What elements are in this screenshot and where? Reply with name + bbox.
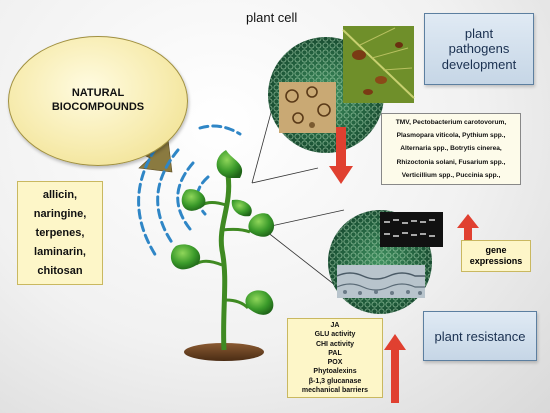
leaf-lower-right: [245, 290, 274, 315]
compound-item: allicin,: [42, 188, 78, 201]
pathogens-line: plant: [464, 25, 494, 41]
pathogen-line: Verticillium spp., Puccinia spp.,: [401, 171, 501, 179]
lower-tissue-circle: [328, 210, 443, 314]
defense-item: POX: [327, 359, 343, 367]
gene-expressions-box: gene expressions: [461, 240, 531, 272]
compounds-list: allicin, naringine, terpenes, laminarin,…: [17, 181, 103, 285]
leaf-upper-right: [248, 213, 275, 237]
infected-leaf-image: [342, 26, 415, 103]
leaf-mid-left: [170, 244, 201, 270]
red-arrows: [329, 127, 479, 403]
pathogen-line: Alternaria spp., Botrytis cinerea,: [400, 145, 502, 153]
spore-micrograph-image: [279, 82, 336, 133]
leaf-upper-left: [181, 189, 206, 211]
defense-responses-list: JA GLU activity CHI activity PAL POX Phy…: [287, 318, 383, 398]
gel-electrophoresis-image: [380, 212, 443, 247]
plant-resistance-box: plant resistance: [423, 311, 537, 361]
defense-item: JA: [330, 322, 340, 330]
plant-pathogens-box: plant pathogens development: [424, 13, 534, 85]
top-leaf: [216, 150, 243, 178]
diagram-title: plant cell: [246, 10, 298, 25]
pathogens-line: pathogens: [448, 41, 510, 57]
up-arrow-gene: [457, 214, 479, 257]
compound-item: naringine,: [33, 207, 87, 220]
defense-item: CHI activity: [315, 340, 355, 348]
upper-tissue-circle: [268, 26, 415, 153]
up-arrow-resistance: [384, 334, 406, 403]
defense-item: β-1,3 glucanase: [308, 377, 362, 385]
defense-item: PAL: [328, 349, 342, 357]
gene-line: expressions: [469, 256, 523, 266]
compound-item: terpenes,: [35, 226, 85, 239]
biocompounds-label: BIOCOMPOUNDS: [51, 101, 145, 113]
pathogen-species-list: TMV, Pectobacterium carotovorum, Plasmop…: [381, 113, 521, 185]
pathogen-line: Plasmopara viticola, Pythium spp.,: [396, 132, 506, 140]
leaf-upper-mid: [231, 199, 252, 217]
pathogens-line: development: [441, 56, 517, 72]
plant: [170, 150, 275, 361]
down-arrow-pathogens: [329, 127, 353, 184]
defense-item: Phytoalexins: [313, 368, 357, 376]
defense-item: mechanical barriers: [301, 386, 369, 394]
defense-item: GLU activity: [314, 331, 356, 339]
compound-item: chitosan: [37, 265, 83, 278]
gene-line: gene: [485, 244, 507, 255]
natural-label: NATURAL: [71, 87, 125, 100]
pathogen-line: TMV, Pectobacterium carotovorum,: [395, 119, 507, 127]
pathogen-line: Rhizoctonia solani, Fusarium spp.,: [396, 158, 506, 166]
natural-biocompounds-ellipse: NATURAL BIOCOMPOUNDS: [8, 36, 188, 166]
tissue-section-image: [336, 265, 425, 298]
compound-item: laminarin,: [34, 246, 86, 259]
